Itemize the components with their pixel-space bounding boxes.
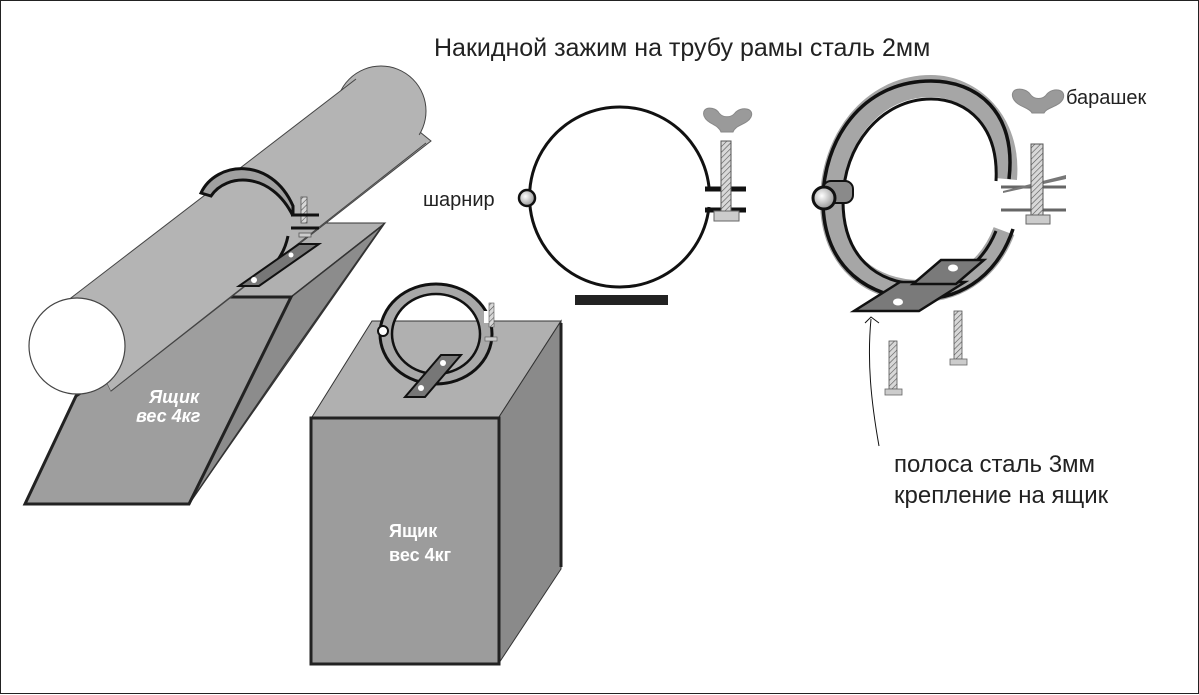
pipe-clamp-strip xyxy=(235,243,323,287)
hinge-label: шарнир xyxy=(423,189,495,211)
schematic-clamp: шарнир xyxy=(423,105,753,305)
pipe-clamp-bolt xyxy=(300,196,308,224)
pipe-clamp-band xyxy=(198,167,295,217)
tilted-box-label-line2: вес 4кг xyxy=(136,406,201,426)
diagram-title: Накидной зажим на трубу рамы сталь 2мм xyxy=(434,34,930,62)
tilted-box-label-line1: Ящик xyxy=(148,387,200,407)
upright-box-front xyxy=(309,416,501,666)
box-clamp-hinge xyxy=(377,325,389,337)
schematic-wing-nut xyxy=(703,107,753,133)
pipe-near-end xyxy=(28,297,126,395)
wing-nut-part xyxy=(1011,88,1065,114)
schematic-bolt xyxy=(720,140,732,212)
pipe-body-mask xyxy=(67,79,426,391)
upright-box-assembly: Ящик вес 4кг xyxy=(309,282,563,666)
mount-bolt-1 xyxy=(888,340,898,390)
wing-nut-label: барашек xyxy=(1066,87,1147,109)
clamp-3d-bolt xyxy=(1030,143,1044,225)
mount-bolt-2 xyxy=(953,310,963,360)
strip-label-line2: крепление на ящик xyxy=(894,482,1109,509)
strip-label-line1: полоса сталь 3мм xyxy=(894,451,1095,478)
pointer-arrow xyxy=(864,316,880,447)
schematic-clamp-ring xyxy=(528,105,711,289)
mount-strip-upper xyxy=(909,258,988,286)
clamp-3d-hinge xyxy=(811,185,837,211)
clamp-3d: барашек xyxy=(811,74,1147,447)
tilted-box-assembly: Ящик вес 4кг xyxy=(22,65,432,506)
schematic-base-strip xyxy=(575,295,668,305)
upright-box-label-line2: вес 4кг xyxy=(389,545,452,565)
upright-box-label-line1: Ящик xyxy=(389,521,438,541)
mount-strip-lower xyxy=(849,280,970,313)
schematic-hinge xyxy=(517,188,537,208)
